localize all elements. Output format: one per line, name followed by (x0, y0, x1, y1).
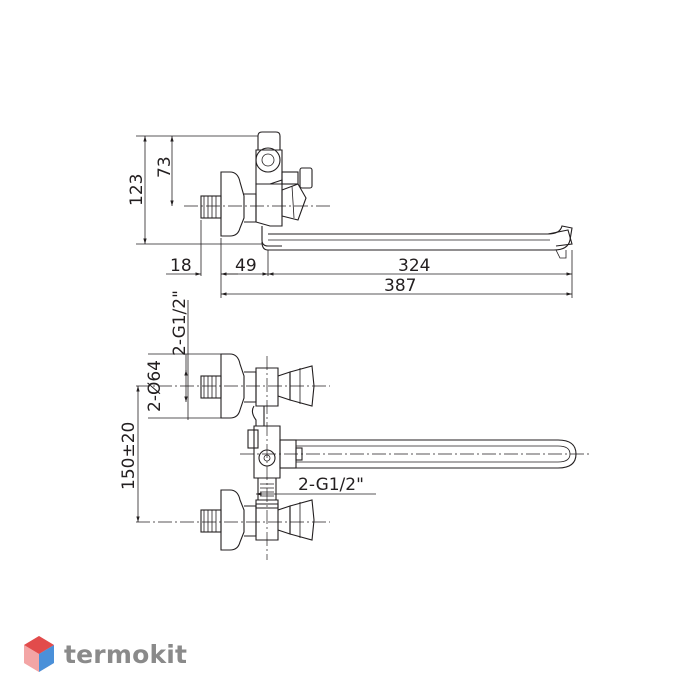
dim-thread-bottom: 2-G1/2" (256, 475, 376, 496)
dim-thread-bottom-label: 2-G1/2" (298, 475, 364, 495)
dim-wall-offset: 18 (170, 256, 192, 276)
dim-thread-top: 2-G1/2" (170, 290, 190, 420)
dim-overall-length: 387 (384, 276, 416, 296)
termokit-logo-icon (24, 636, 54, 672)
dim-height-123: 123 (127, 135, 262, 245)
side-view: 123 73 18 49 324 387 (127, 131, 573, 298)
termokit-logo: termokit (22, 634, 187, 674)
side-spout (261, 225, 573, 259)
front-upper-valve (200, 353, 315, 419)
termokit-logo-text: termokit (64, 639, 188, 669)
dim-center-distance: 150±20 (119, 386, 140, 522)
dim-thread-top-label: 2-G1/2" (170, 290, 190, 356)
dim-height-outlet: 73 (155, 156, 175, 178)
front-view: 2-G1/2" 2-Ø64 (119, 290, 590, 560)
front-spout (240, 439, 590, 469)
side-thread-nipple (200, 195, 222, 219)
dim-horizontal-side: 18 49 324 387 (166, 220, 573, 298)
dim-height-total: 123 (127, 174, 147, 206)
side-valve-body (255, 179, 283, 227)
dim-center-distance-label: 150±20 (119, 422, 139, 490)
dim-height-73: 73 (155, 136, 175, 206)
dim-spout-length: 324 (398, 256, 430, 276)
front-center-body (247, 405, 281, 509)
side-handle (281, 183, 307, 221)
dim-body-offset: 49 (235, 256, 257, 276)
front-lower-valve (200, 489, 315, 551)
side-flange (220, 171, 245, 237)
side-shower-holder (255, 131, 313, 189)
